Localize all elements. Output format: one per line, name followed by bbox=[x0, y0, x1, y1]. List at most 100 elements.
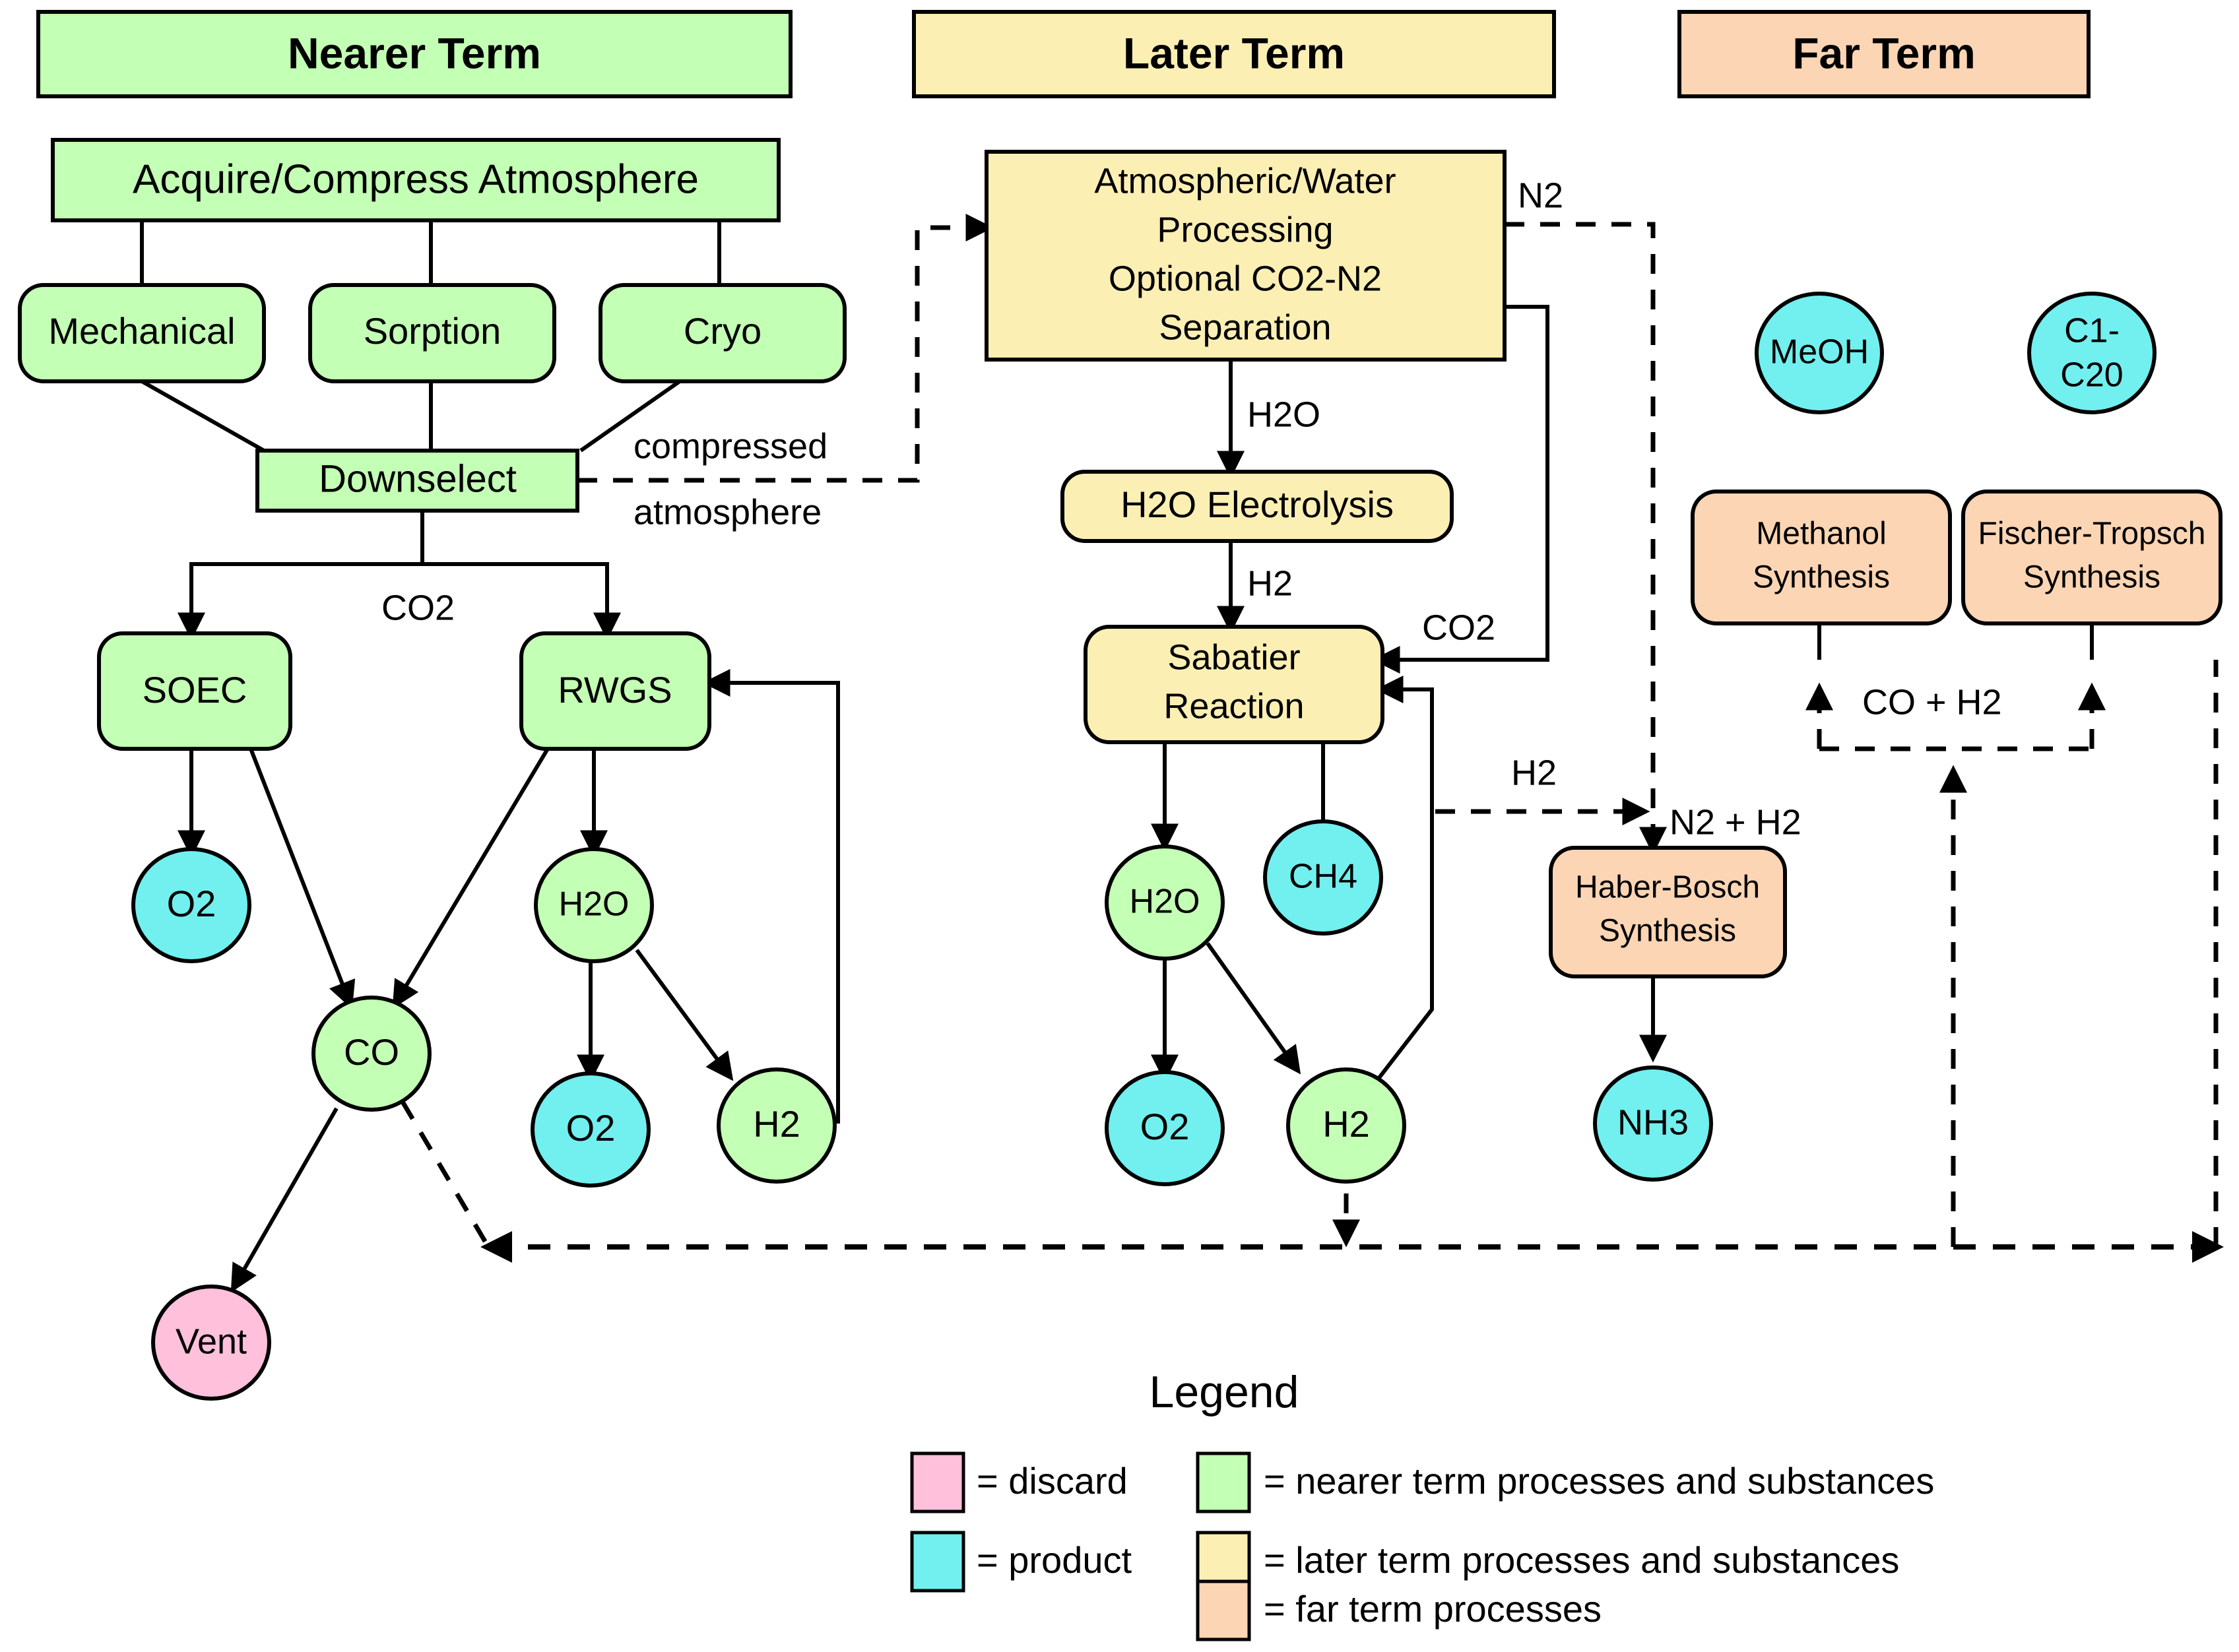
node-sabatier-line2: Reaction bbox=[1163, 686, 1304, 726]
node-rwgs-h2-label: H2 bbox=[753, 1103, 800, 1145]
header-later-term-label: Later Term bbox=[1123, 28, 1345, 77]
edge-co-vent bbox=[230, 1107, 339, 1293]
node-fischer-tropsch-synthesis[interactable]: Fischer-Tropsch Synthesis bbox=[1961, 490, 2223, 625]
node-rwgs-label: RWGS bbox=[558, 669, 672, 711]
node-rwgs-o2[interactable]: O2 bbox=[531, 1071, 651, 1188]
node-rwgs-o2-label: O2 bbox=[566, 1107, 616, 1149]
node-atm-line4: Separation bbox=[1159, 307, 1331, 347]
node-ch4[interactable]: CH4 bbox=[1263, 819, 1383, 936]
node-cryo-label: Cryo bbox=[684, 310, 762, 352]
node-fischer-line2: Synthesis bbox=[2023, 560, 2160, 595]
edge-h2o-h2 bbox=[635, 949, 734, 1081]
edge-label-atmosphere: atmosphere bbox=[633, 492, 822, 532]
node-meoh[interactable]: MeOH bbox=[1755, 292, 1884, 414]
edge-label-n2: N2 bbox=[1518, 175, 1563, 215]
legend-item-product: = product bbox=[910, 1531, 1132, 1593]
edge-mechanical-downselect bbox=[141, 379, 265, 453]
node-electrolysis-label: H2O Electrolysis bbox=[1120, 484, 1394, 525]
node-methanol-synthesis[interactable]: Methanol Synthesis bbox=[1691, 490, 1952, 625]
edge-downselect-rwgs bbox=[422, 562, 621, 641]
edge-label-h2o-electrolysis: H2O bbox=[1247, 395, 1320, 434]
node-atm-line1: Atmospheric/Water bbox=[1094, 161, 1396, 201]
node-rwgs[interactable]: RWGS bbox=[519, 631, 711, 751]
node-mechanical-label: Mechanical bbox=[48, 310, 235, 352]
node-methanol-line1: Methanol bbox=[1756, 517, 1886, 552]
node-sab-h2o-label: H2O bbox=[1130, 883, 1200, 921]
node-sorption[interactable]: Sorption bbox=[308, 283, 556, 383]
node-soec-o2-label: O2 bbox=[167, 883, 216, 924]
legend-item-later-label: = later term processes and substances bbox=[1264, 1539, 1899, 1581]
header-far-term: Far Term bbox=[1677, 10, 2091, 98]
node-ch4-label: CH4 bbox=[1289, 858, 1357, 896]
legend-item-nearer: = nearer term processes and substances bbox=[1196, 1451, 1934, 1513]
node-fischer-line1: Fischer-Tropsch bbox=[1978, 517, 2206, 552]
legend-title: Legend bbox=[1150, 1367, 1299, 1417]
node-sabatier-line1: Sabatier bbox=[1167, 637, 1300, 677]
header-nearer-term-label: Nearer Term bbox=[288, 28, 541, 77]
edge-cryo-downselect bbox=[579, 379, 681, 453]
legend-item-discard: = discard bbox=[910, 1451, 1128, 1513]
edge-label-h2-sabatier: H2 bbox=[1247, 563, 1293, 603]
node-nh3-label: NH3 bbox=[1617, 1102, 1689, 1142]
node-co[interactable]: CO bbox=[311, 996, 432, 1112]
edge-label-co-plus-h2: CO + H2 bbox=[1862, 682, 2002, 722]
node-soec-o2[interactable]: O2 bbox=[131, 847, 251, 963]
node-sab-h2-label: H2 bbox=[1322, 1103, 1370, 1145]
header-nearer-term: Nearer Term bbox=[36, 10, 793, 98]
edge-sab-h2o-h2 bbox=[1206, 942, 1301, 1075]
node-sab-h2[interactable]: H2 bbox=[1286, 1067, 1406, 1184]
node-sabatier-reaction[interactable]: Sabatier Reaction bbox=[1084, 625, 1384, 744]
edge-label-co2-sabatier: CO2 bbox=[1422, 608, 1495, 647]
node-vent-label: Vent bbox=[176, 1321, 247, 1361]
node-haber-line2: Synthesis bbox=[1599, 914, 1736, 949]
legend-item-later: = later term processes and substances bbox=[1196, 1531, 1899, 1593]
legend-item-far-label: = far term processes bbox=[1264, 1588, 1602, 1630]
node-sab-o2[interactable]: O2 bbox=[1105, 1070, 1225, 1186]
node-downselect-label: Downselect bbox=[319, 457, 517, 500]
node-downselect[interactable]: Downselect bbox=[255, 449, 579, 513]
node-acquire-compress-atmosphere[interactable]: Acquire/Compress Atmosphere bbox=[51, 138, 781, 222]
edge-co-bus-dashed bbox=[400, 1100, 491, 1248]
header-far-term-label: Far Term bbox=[1792, 28, 1976, 77]
legend-item-far: = far term processes bbox=[1196, 1579, 1602, 1641]
node-c1-c20-line1: C1- bbox=[2064, 312, 2120, 350]
node-h2o-electrolysis[interactable]: H2O Electrolysis bbox=[1060, 470, 1454, 543]
edge-sab-h2-feedback bbox=[1374, 676, 1434, 1083]
edge-label-n2-plus-h2: N2 + H2 bbox=[1670, 802, 1801, 842]
legend-item-discard-label: = discard bbox=[977, 1460, 1128, 1502]
node-sorption-label: Sorption bbox=[364, 310, 502, 352]
node-nh3[interactable]: NH3 bbox=[1593, 1065, 1713, 1182]
edge-n2-haber bbox=[1505, 222, 1667, 855]
header-later-term: Later Term bbox=[912, 10, 1556, 98]
node-cryo[interactable]: Cryo bbox=[599, 283, 847, 383]
edge-downselect-split bbox=[178, 511, 424, 641]
node-meoh-label: MeOH bbox=[1770, 333, 1869, 371]
node-rwgs-h2o-label: H2O bbox=[559, 885, 630, 924]
edge-label-co2-downselect: CO2 bbox=[381, 588, 455, 627]
legend-item-product-label: = product bbox=[977, 1539, 1132, 1581]
node-c1-c20-line2: C20 bbox=[2060, 356, 2123, 395]
node-c1-c20[interactable]: C1- C20 bbox=[2027, 292, 2157, 414]
edge-rwgs-co bbox=[392, 747, 550, 1009]
node-atmospheric-water-processing[interactable]: Atmospheric/Water Processing Optional CO… bbox=[985, 150, 1507, 362]
node-sab-o2-label: O2 bbox=[1140, 1106, 1190, 1147]
node-rwgs-h2[interactable]: H2 bbox=[717, 1067, 837, 1184]
node-haber-bosch-synthesis[interactable]: Haber-Bosch Synthesis bbox=[1549, 846, 1787, 978]
edge-label-h2-haber: H2 bbox=[1511, 753, 1557, 792]
edge-compressed-atmosphere bbox=[577, 214, 994, 483]
legend-item-nearer-label: = nearer term processes and substances bbox=[1264, 1460, 1934, 1502]
edge-soec-co bbox=[249, 747, 356, 1009]
node-methanol-line2: Synthesis bbox=[1753, 560, 1890, 595]
edge-atm-co2-sabatier bbox=[1372, 305, 1549, 674]
node-rwgs-h2o[interactable]: H2O bbox=[534, 847, 654, 963]
node-soec-label: SOEC bbox=[143, 669, 247, 711]
node-co-label: CO bbox=[344, 1031, 399, 1073]
edge-label-compressed: compressed bbox=[633, 426, 827, 466]
node-mechanical[interactable]: Mechanical bbox=[18, 283, 266, 383]
node-soec[interactable]: SOEC bbox=[97, 631, 292, 751]
node-vent[interactable]: Vent bbox=[151, 1285, 271, 1401]
node-sab-h2o[interactable]: H2O bbox=[1105, 844, 1225, 961]
